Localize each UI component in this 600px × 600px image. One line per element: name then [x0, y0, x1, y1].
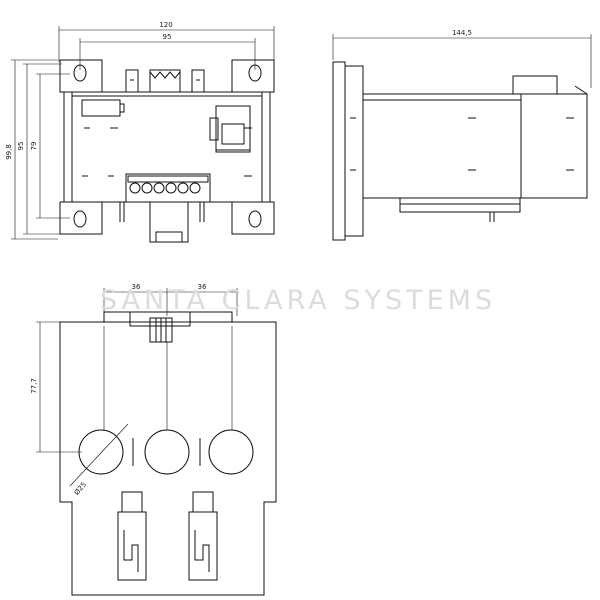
- dim-inner-height: 79: [30, 142, 38, 151]
- dim-depth: 144,5: [452, 29, 472, 37]
- dim-hole-height: 95: [17, 142, 25, 151]
- dim-hole-spacing: 95: [163, 33, 172, 41]
- dim-hole-diameter: Ø25: [73, 481, 88, 497]
- dim-overall-height: 99,8: [5, 144, 13, 160]
- dim-spacing-right: 36: [198, 283, 207, 291]
- dim-spacing-left: 36: [132, 283, 141, 291]
- top-view: 120 95 99,8 95 79: [5, 21, 275, 243]
- side-view: 144,5: [332, 29, 592, 241]
- dim-bottom-height: 77,7: [30, 378, 38, 394]
- bottom-view: 36 36 77,7 Ø25: [30, 283, 277, 596]
- watermark-text: SANTA CLARA SYSTEMS: [100, 285, 496, 316]
- dim-overall-width: 120: [159, 21, 172, 29]
